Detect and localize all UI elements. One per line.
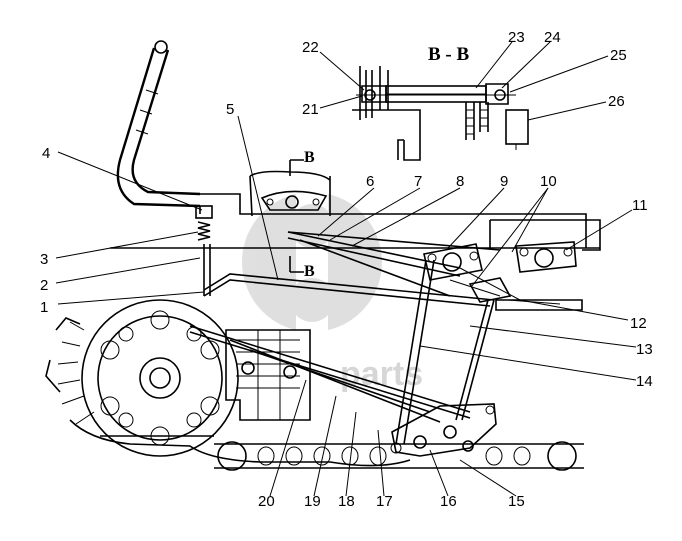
- lower-crank: [390, 403, 497, 457]
- callout-25: 25: [610, 47, 627, 64]
- bell-cranks: [423, 241, 577, 305]
- callout-9: 9: [500, 173, 508, 190]
- callout-23: 23: [508, 29, 525, 46]
- callout-22: 22: [302, 39, 319, 56]
- callout-7: 7: [414, 173, 422, 190]
- spring-assembly: [195, 205, 213, 296]
- callout-21: 21: [302, 101, 319, 118]
- upper-bracket: [260, 190, 328, 211]
- callout-15: 15: [508, 493, 525, 510]
- callout-26: 26: [608, 93, 625, 110]
- watermark-logo: [242, 186, 382, 338]
- callout-10: 10: [540, 173, 557, 190]
- callout-18: 18: [338, 493, 355, 510]
- section-bb-detail: B - B: [352, 44, 529, 161]
- section-mark-bottom: B: [304, 263, 315, 280]
- track: [100, 435, 584, 471]
- callout-11: 11: [632, 197, 648, 214]
- callout-6: 6: [366, 173, 374, 190]
- leader-lines: [55, 41, 637, 497]
- section-mark-top: B: [304, 149, 315, 166]
- callout-19: 19: [304, 493, 321, 510]
- callout-5: 5: [226, 101, 234, 118]
- callout-14: 14: [636, 373, 653, 390]
- callout-16: 16: [440, 493, 457, 510]
- drive-sprocket: [45, 299, 239, 457]
- callout-1: 1: [40, 299, 48, 316]
- callout-13: 13: [636, 341, 653, 358]
- callout-17: 17: [376, 493, 393, 510]
- callout-8: 8: [456, 173, 464, 190]
- callout-2: 2: [40, 277, 48, 294]
- hand-lever: [116, 40, 201, 208]
- section-title: B - B: [428, 44, 470, 65]
- callout-20: 20: [258, 493, 275, 510]
- callout-24: 24: [544, 29, 561, 46]
- transmission-block: [225, 329, 311, 421]
- callout-labels: 1 2 3 4 5 6 7 8 9 10 11 12 13 14 15 16 1…: [40, 29, 653, 510]
- section-marks: B B: [289, 149, 315, 280]
- callout-12: 12: [630, 315, 647, 332]
- callout-3: 3: [40, 251, 48, 268]
- callout-4: 4: [42, 145, 50, 162]
- frame-lines: [69, 170, 601, 467]
